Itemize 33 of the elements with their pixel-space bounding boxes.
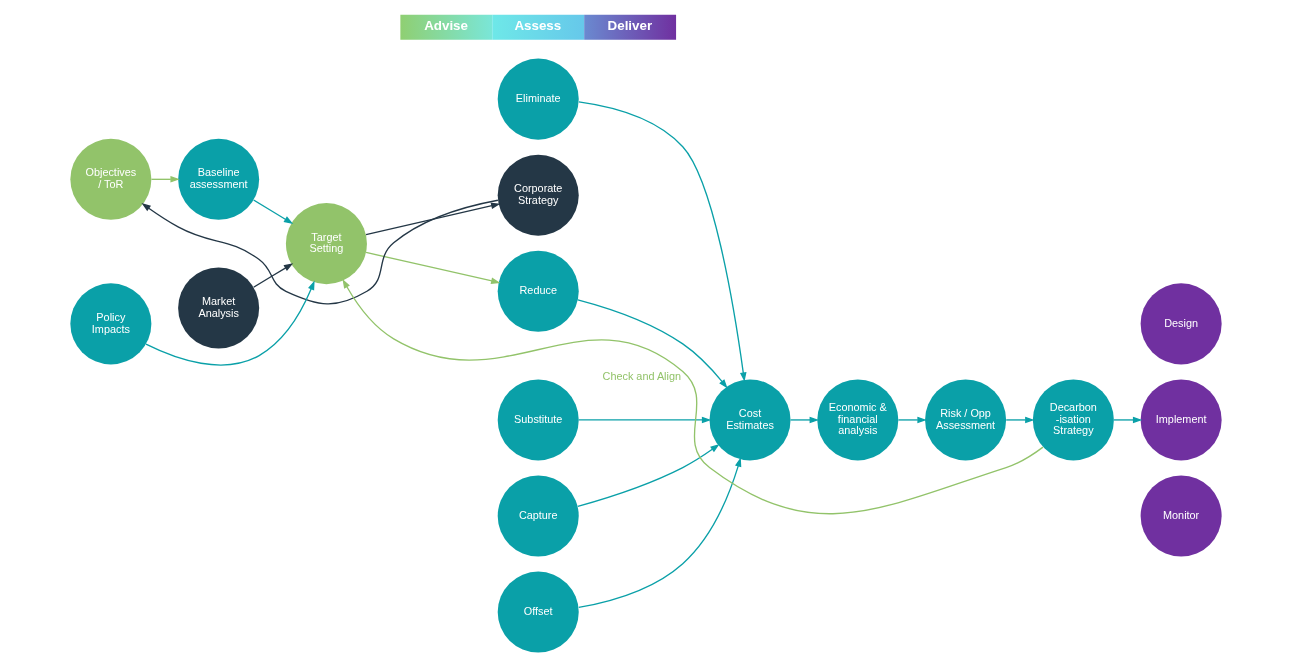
arrow [577, 444, 720, 507]
node-circle: Market Analysis [178, 267, 260, 349]
arrow [790, 416, 819, 424]
node-circle: Reduce [497, 250, 579, 332]
arrow [578, 457, 742, 609]
arrow [252, 199, 294, 225]
arrow [578, 101, 747, 382]
arrow [365, 202, 501, 236]
node-circle: Economic & financial analysis [817, 379, 899, 461]
arrow [342, 278, 1044, 515]
arrow [141, 199, 499, 305]
arrow [897, 416, 927, 424]
arrow [150, 176, 180, 183]
node-circle: Eliminate [497, 58, 579, 140]
arrow [1113, 416, 1143, 424]
node-circle: Capture [497, 475, 579, 557]
edge-label: Check and Align [602, 370, 682, 383]
node-circle: Design [1140, 283, 1222, 365]
arrow [145, 280, 315, 366]
node-circle: Offset [497, 571, 579, 653]
arrow [1005, 416, 1035, 424]
node-circle: Implement [1140, 379, 1222, 461]
arrow [252, 263, 294, 288]
node-circle: Policy Impacts [70, 283, 152, 365]
node-circle: Substitute [497, 379, 579, 461]
arrow [365, 251, 501, 285]
node-circle: Baseline assessment [178, 138, 260, 220]
arrow [577, 299, 728, 389]
node-circle: Monitor [1140, 475, 1222, 557]
arrow [578, 416, 712, 424]
node-circle: Risk / Opp Assessment [925, 379, 1007, 461]
node-circle: Decarbon -isation Strategy [1032, 379, 1114, 461]
node-circle: Corporate Strategy [497, 154, 579, 236]
